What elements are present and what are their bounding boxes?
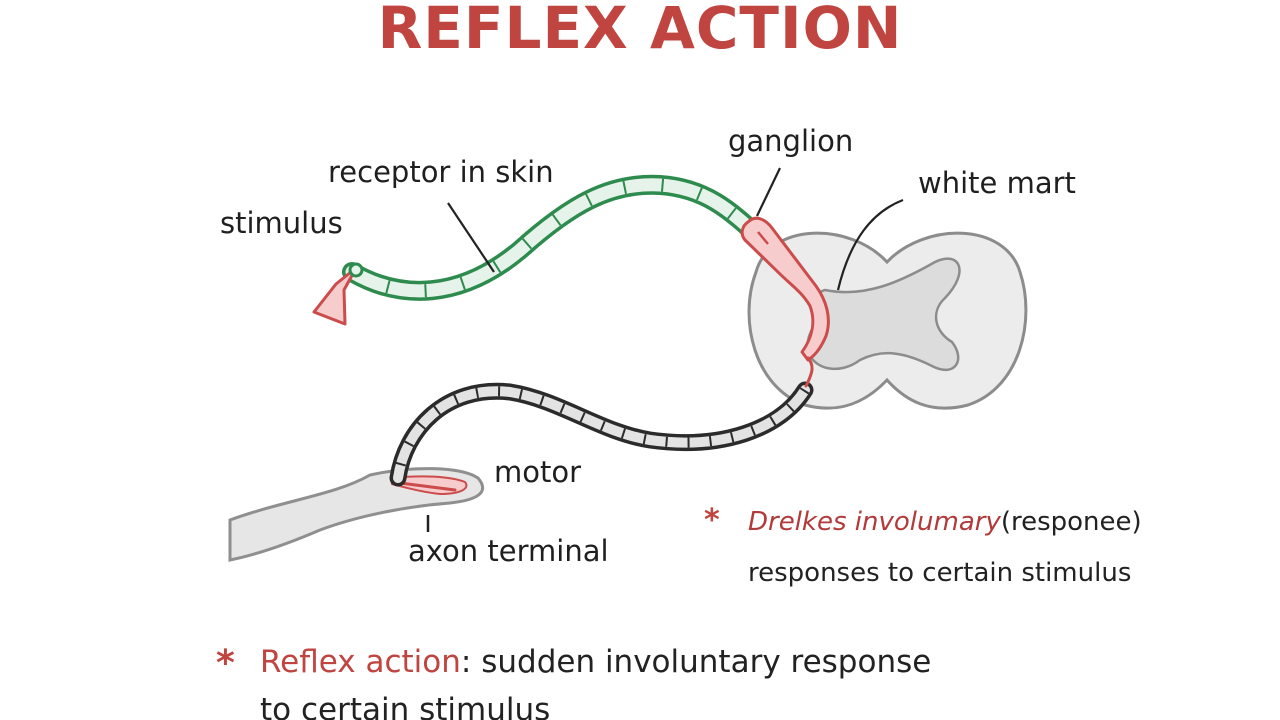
white-matter-pointer-line xyxy=(836,198,904,291)
sensory-neuron-fill xyxy=(345,178,767,298)
page-title: REFLEX ACTION xyxy=(377,0,903,62)
ganglion-pointer-line xyxy=(756,167,781,217)
definition-line-2: to certain stimulus xyxy=(260,692,551,720)
definition-line-1: Reflex action: sudden involuntary respon… xyxy=(260,644,931,680)
receptor-ending xyxy=(312,266,358,326)
note-line-1-black: (responee) xyxy=(1000,507,1142,537)
stimulus-label: stimulus xyxy=(220,206,343,240)
note-line-1-red: Drelkes involumary xyxy=(748,507,1001,537)
note-asterisk: * xyxy=(704,503,720,538)
ganglion-inner-line xyxy=(757,231,769,245)
receptor-label: receptor in skin xyxy=(328,155,554,189)
motor-label: motor xyxy=(494,455,582,489)
interneuron xyxy=(804,356,814,388)
definition-text: sudden involuntary response xyxy=(471,644,932,680)
receptor-knob xyxy=(348,262,364,278)
definition-asterisk: * xyxy=(216,643,235,684)
receptor-pointer-line xyxy=(447,202,495,273)
dorsal-root-ganglion xyxy=(740,216,830,362)
ganglion-label: ganglion xyxy=(728,124,854,158)
axon-terminal-label: axon terminal xyxy=(408,534,609,568)
note-line-1: Drelkes involumary(responee) xyxy=(748,507,1142,537)
note-line-2: responses to certain stimulus xyxy=(748,558,1132,588)
white-matter-label: white mart xyxy=(918,166,1076,200)
motor-neuron-fill xyxy=(393,385,810,483)
definition-term: Reflex action xyxy=(260,644,461,680)
definition-colon: : xyxy=(460,644,472,680)
